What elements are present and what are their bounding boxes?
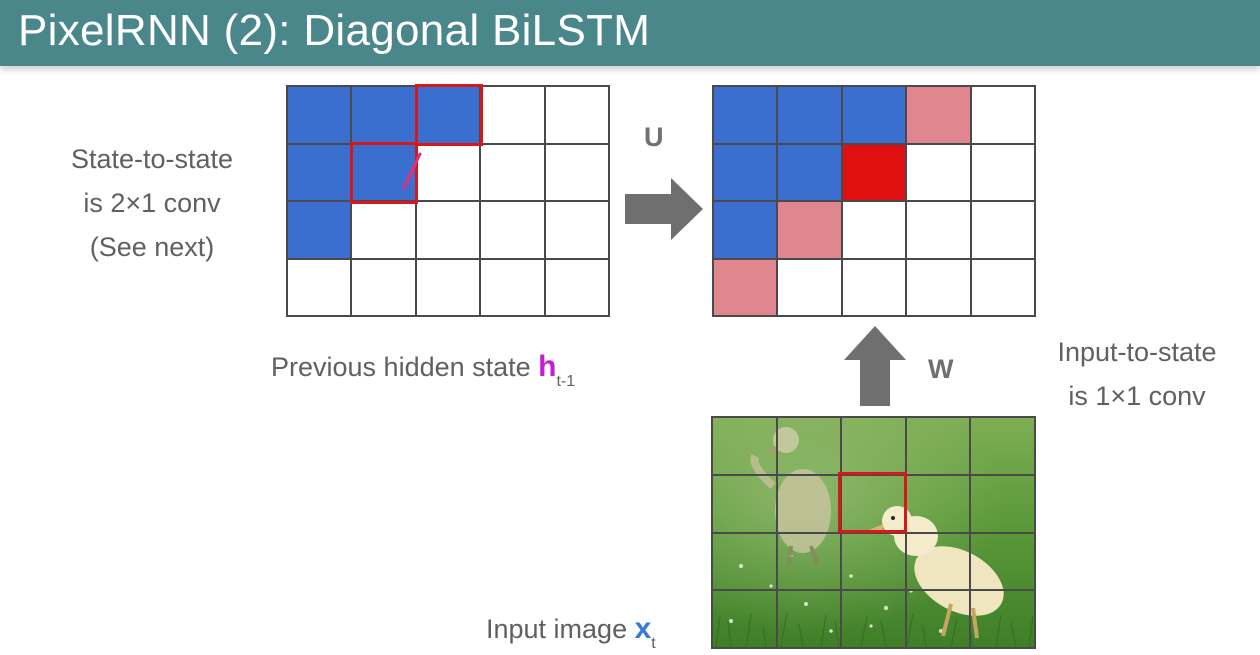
output-state-grid [712,85,1036,317]
hidden-state-grid [286,85,610,317]
grid-cell [416,259,482,317]
grid-cell [778,87,843,145]
grid-cell [545,259,610,317]
grid-cell [971,475,1036,534]
hidden-highlight-top [415,84,483,146]
input-note-line2: is 1×1 conv [1068,381,1206,411]
grid-cell [416,144,482,202]
right-arrow-icon [625,178,703,240]
grid-cell [288,202,353,260]
input-highlight [838,472,907,533]
grid-cell [778,202,843,260]
grid-cell [714,259,779,317]
grid-cell [778,259,843,317]
grid-cell [842,259,908,317]
grid-cell [777,533,843,592]
grid-cell [906,533,972,592]
grid-cell [288,144,353,202]
w-label: W [928,354,954,384]
grid-cell [714,144,779,202]
grid-cell [713,418,778,476]
grid-cell [842,144,908,202]
x-subscript: t [651,635,656,652]
grid-cell [842,418,907,476]
grid-cell [713,533,778,592]
hidden-highlight-center [350,142,418,204]
grid-cell [778,144,843,202]
grid-cell [777,475,843,534]
u-label: U [644,122,664,152]
grid-cell [777,591,843,649]
h-subscript: t-1 [556,373,576,390]
grid-cell [545,144,610,202]
grid-cell [416,202,482,260]
grid-cell [906,591,972,649]
up-arrow-icon [844,326,906,406]
title-bar: PixelRNN (2): Diagonal BiLSTM [0,0,1260,66]
grid-cell [352,259,417,317]
input-note-line1: Input-to-state [1057,337,1217,367]
grid-cell [907,87,972,145]
grid-cell [545,202,610,260]
state-to-state-note: State-to-state is 2×1 conv (See next) [52,137,252,269]
grid-cell [971,259,1036,317]
hidden-state-caption: Previous hidden state ht-1 [271,350,575,391]
grid-cell [288,87,353,145]
grid-cell [906,418,972,476]
hidden-caption-text: Previous hidden state [271,352,539,382]
grid-cell [842,87,908,145]
grid-cell [777,418,843,476]
state-note-line1: State-to-state [70,144,234,174]
grid-cell [713,591,778,649]
grid-cell [971,591,1036,649]
grid-cell [906,475,972,534]
grid-cell [352,202,417,260]
input-image-caption: Input image xt [486,612,656,653]
grid-cell [842,533,907,592]
grid-cell [481,87,546,145]
grid-cell [907,202,972,260]
grid-cell [481,202,546,260]
grid-cell [713,475,778,534]
x-symbol: x [634,612,652,645]
grid-cell [971,418,1036,476]
grid-cell [481,259,546,317]
state-note-line3: (See next) [89,232,215,262]
slide-title: PixelRNN (2): Diagonal BiLSTM [18,6,651,55]
input-caption-text: Input image [486,614,635,644]
grid-cell [714,87,779,145]
grid-cell [352,87,417,145]
input-to-state-note: Input-to-state is 1×1 conv [1030,330,1244,418]
grid-cell [842,591,907,649]
grid-cell [971,533,1036,592]
grid-cell [971,87,1036,145]
grid-cell [714,202,779,260]
grid-cell [971,144,1036,202]
grid-cell [971,202,1036,260]
grid-cell [288,259,353,317]
pen-mark [402,152,422,190]
grid-cell [907,259,972,317]
state-note-line2: is 2×1 conv [83,188,221,218]
grid-cell [545,87,610,145]
h-symbol: h [538,350,557,383]
grid-cell [907,144,972,202]
grid-cell [481,144,546,202]
grid-cell [842,202,908,260]
